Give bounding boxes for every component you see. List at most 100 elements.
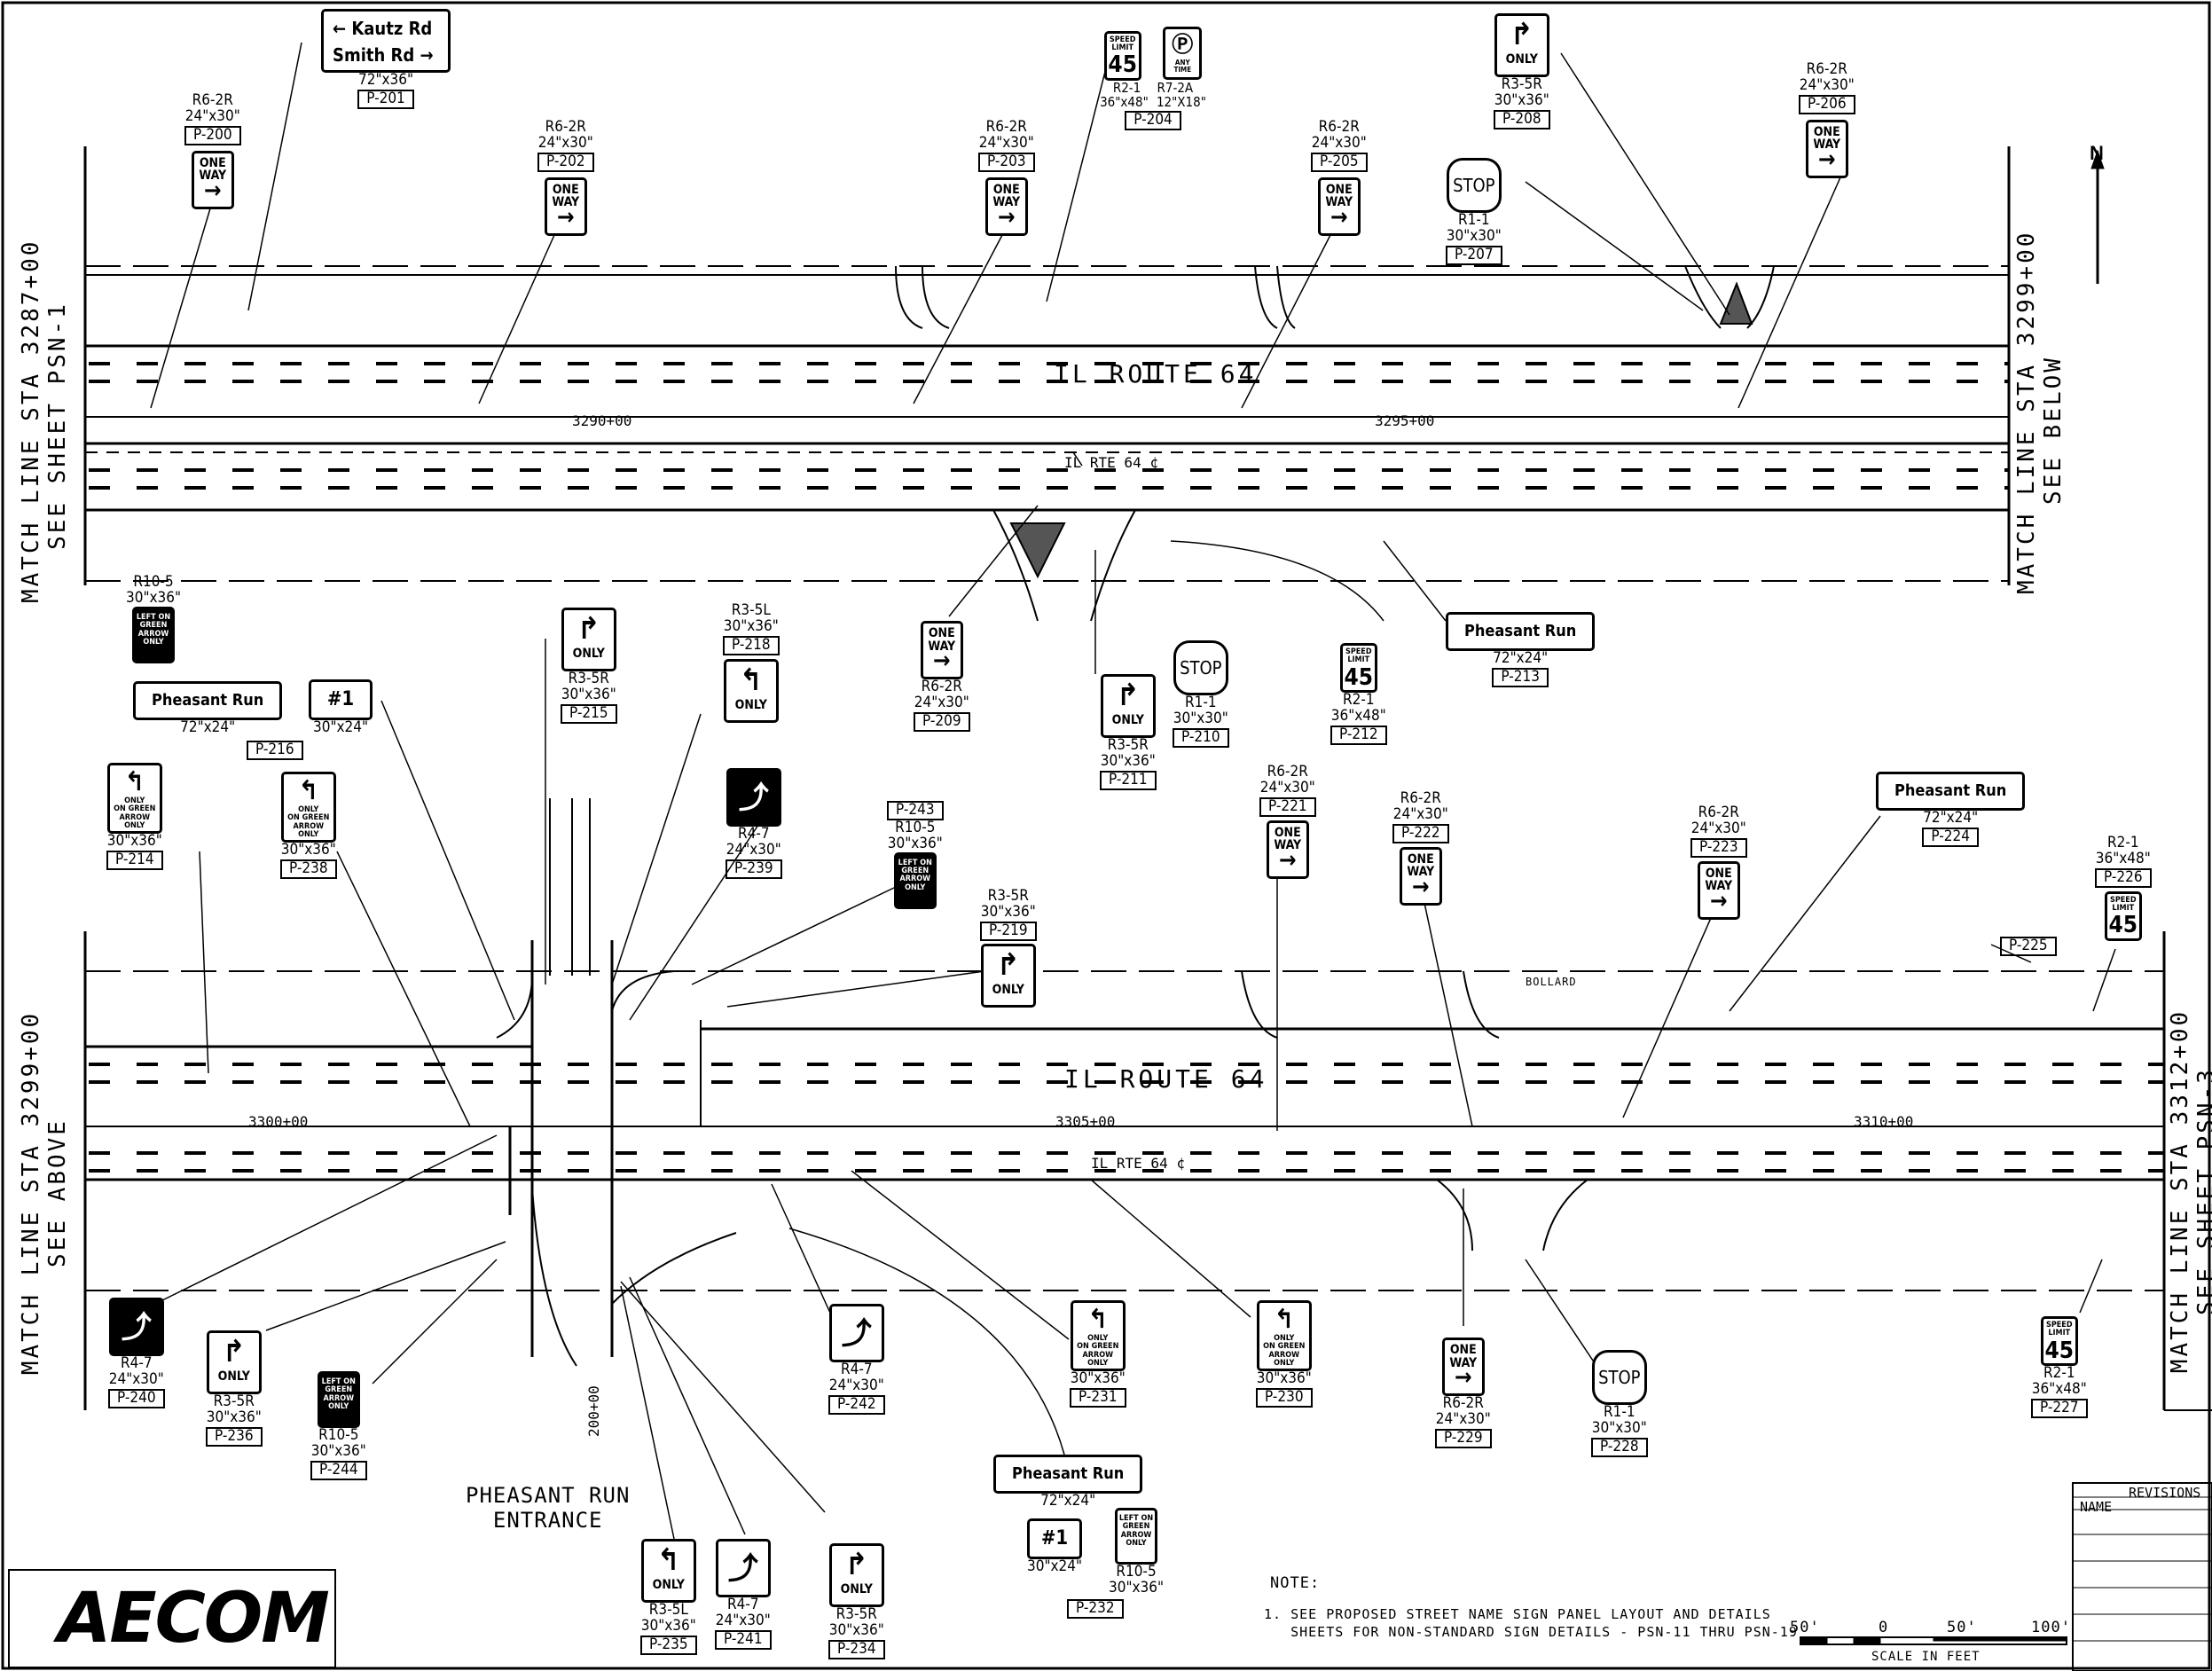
sign-number: P-207 [1446, 245, 1502, 265]
street-name-sign: Pheasant Run [1876, 772, 2026, 811]
sign-size: 24"x30" [726, 840, 781, 859]
sign-number: P-224 [1922, 827, 1979, 847]
sign-number: P-210 [1173, 727, 1229, 748]
sign-size: 24"x30" [1799, 75, 1855, 94]
one-way-sign: ONE WAY→ [920, 621, 963, 679]
sign-p222: R6-2R 24"x30" P-222 ONE WAY→ [1392, 789, 1449, 906]
sign-p241: ⤴ R4-7 24"x30" P-241 [715, 1539, 772, 1650]
sign-number: P-213 [1492, 667, 1549, 687]
arrow-right-turn-icon: ↱ [222, 1334, 246, 1369]
sign-p215: ↱ONLY R3-5R 30"x36" P-215 [561, 608, 617, 724]
sign-size: 30"x24" [1027, 1557, 1083, 1575]
one-way-sign: ONE WAY→ [1805, 119, 1848, 178]
sign-number: P-225 [2000, 937, 2057, 956]
arrow-right-icon: → [556, 203, 575, 231]
sign-p224: Pheasant Run 72"x24" P-224 [1876, 772, 2026, 847]
arrow-right-turn-icon: ↱ [577, 611, 600, 647]
only-text: ONLY [840, 1582, 873, 1596]
street-name-sign: Pheasant Run [1446, 612, 1596, 651]
left-on-green-arrow-sign: LEFT ON GREEN ARROW ONLY [1115, 1508, 1158, 1565]
r4-7-keep-right-sign: ⤴ [715, 1539, 771, 1597]
sign-size: 30"x30" [1446, 226, 1502, 245]
note-title: NOTE: [1270, 1574, 1321, 1592]
sign-code: R10-5 [895, 818, 936, 836]
sign-number: P-236 [206, 1426, 263, 1447]
only-text: ONLY [572, 647, 605, 661]
sign-code: R6-2R [1400, 789, 1441, 807]
sign-code: R2-1 [1342, 691, 1375, 709]
station-3310: 3310+00 [1854, 1113, 1914, 1130]
sign-p239: ⤴ R4-7 24"x30" P-239 [726, 768, 782, 879]
stop-sign: STOP [1173, 640, 1228, 695]
street-name-sign: Pheasant Run [993, 1455, 1143, 1494]
sign-size: 30"x36" [561, 685, 616, 703]
sign-number: P-239 [726, 859, 782, 879]
sign-size: 24"x30" [1311, 133, 1367, 152]
one-way-text: ONE WAY [1813, 124, 1841, 153]
sign-code: R6-2R [1442, 1394, 1484, 1412]
sign-p242: ⤴ R4-7 24"x30" P-242 [828, 1304, 885, 1415]
sign-number: P-201 [357, 89, 414, 109]
arrow-right-icon: → [203, 177, 222, 204]
sign-number: P-242 [828, 1394, 885, 1415]
sign-number: P-228 [1591, 1437, 1648, 1457]
sign-size: 30"x36" [1494, 90, 1549, 109]
sign-p225: P-225 [2000, 936, 2057, 956]
sign-size: 24"x30" [828, 1376, 884, 1394]
sign-number: P-219 [980, 921, 1037, 941]
sign-size: 24"x30" [978, 133, 1034, 152]
one-way-sign: ONE WAY→ [1441, 1338, 1485, 1396]
guide-line-1: ← Kautz Rd [333, 18, 433, 39]
only-text: ONLY [1087, 1334, 1109, 1343]
sign-p235: ↰ONLY R3-5L 30"x36" P-235 [640, 1539, 697, 1655]
sign-size: 30"x36" [828, 1620, 884, 1639]
sign-code: R4-7 [840, 1361, 873, 1378]
sign-number: P-215 [561, 703, 617, 724]
centerline-label-top: IL RTE 64 ¢ [1064, 454, 1158, 471]
left-on-green-arrow-sign: LEFT ON GREEN ARROW ONLY [317, 1371, 360, 1428]
r4-7-keep-right-sign: ⤴ [108, 1298, 164, 1356]
bollard-label: BOLLARD [1526, 976, 1577, 988]
speed-value: 45 [1344, 663, 1374, 691]
revisions-name: NAME [2080, 1499, 2113, 1515]
road-name-top: IL ROUTE 64 [1054, 359, 1258, 388]
station-3295: 3295+00 [1375, 412, 1435, 429]
sign-number: P-218 [723, 635, 780, 655]
sign-p206: R6-2R 24"x30" P-206 ONE WAY→ [1799, 61, 1855, 178]
sign-p205: R6-2R 24"x30" P-205 ONE WAY→ [1311, 119, 1368, 236]
aecom-logo: AECOM [58, 1579, 330, 1659]
sign-size: 24"x30" [108, 1369, 164, 1388]
station-3305: 3305+00 [1055, 1113, 1116, 1130]
one-way-text: ONE WAY [199, 155, 227, 184]
r4-7-keep-right-sign: ⤴ [828, 1304, 884, 1362]
sign-code: R3-5R [987, 887, 1029, 905]
one-way-sign: ONE WAY→ [544, 177, 587, 236]
match-line-bottom-left: MATCH LINE STA 3299+00 SEE ABOVE [18, 1010, 71, 1376]
sign-p232-hash: #1 30"x24" [1027, 1518, 1082, 1575]
sign-p228: STOP R1-1 30"x30" P-228 [1591, 1350, 1648, 1457]
sign-size: 24"x30" [184, 106, 240, 125]
sign-number: P-223 [1690, 837, 1747, 858]
centerline-label-bottom: IL RTE 64 ¢ [1091, 1155, 1185, 1172]
sign-number: P-232 [1067, 1599, 1124, 1619]
hash-plaque-sign: #1 [1027, 1518, 1083, 1559]
arrow-right-turn-icon: ↱ [996, 946, 1020, 983]
sign-p243: P-243 R10-5 30"x36" LEFT ON GREEN ARROW … [887, 800, 944, 909]
one-way-text: ONE WAY [1407, 851, 1435, 880]
sign-code: R3-5R [1107, 736, 1149, 754]
sign-size: 30"x36" [1109, 1578, 1165, 1596]
stop-sign: STOP [1591, 1350, 1647, 1405]
sign-number: P-234 [828, 1639, 885, 1659]
green-arrow-text: ON GREEN ARROW ONLY [114, 804, 156, 831]
sign-number: P-211 [1100, 770, 1157, 790]
only-text: ONLY [734, 697, 767, 712]
only-text: ONLY [298, 805, 319, 814]
sign-code: R6-2R [192, 91, 233, 109]
sign-size: 30"x36" [640, 1616, 696, 1635]
sign-number: P-214 [106, 850, 163, 870]
